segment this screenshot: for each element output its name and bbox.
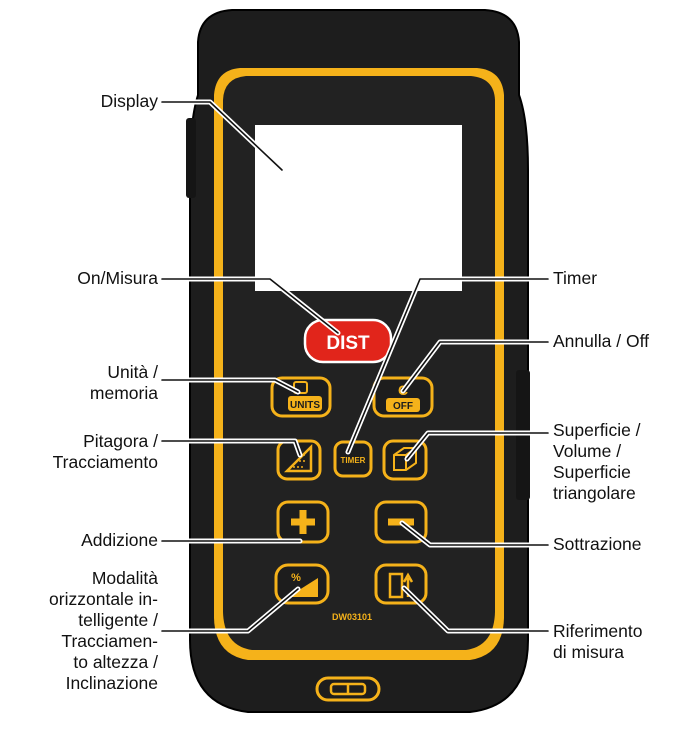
- off-button-label: OFF: [393, 401, 413, 412]
- display-screen: [255, 125, 462, 291]
- percent-glyph: %: [291, 572, 301, 584]
- label-area-volume-line: Superficie: [553, 462, 631, 482]
- label-reference-line: di misura: [553, 642, 624, 662]
- plus-icon: [291, 510, 315, 534]
- label-smart-mode: Modalità orizzontale in- telligente / Tr…: [49, 568, 158, 694]
- label-smart-mode-line: orizzontale in-: [49, 589, 158, 609]
- off-label-bg: [386, 398, 420, 412]
- label-timer: Timer: [553, 268, 598, 288]
- label-smart-mode-line: to altezza /: [73, 652, 158, 672]
- leader-lines: [159, 99, 551, 634]
- label-reference-line: Riferimento: [553, 621, 643, 641]
- label-smart-mode-line: telligente /: [78, 610, 158, 630]
- label-area-volume-line: Volume /: [553, 441, 622, 461]
- label-on-measure: On/Misura: [77, 268, 158, 288]
- dist-button[interactable]: [303, 318, 393, 364]
- label-area-volume-line: Superficie /: [553, 420, 641, 440]
- timer-button-label: TIMER: [341, 456, 366, 465]
- units-label-bg: [288, 396, 322, 411]
- label-smart-mode-line: Tracciamen-: [61, 631, 158, 651]
- label-smart-mode-line: Inclinazione: [65, 673, 158, 693]
- label-units-memory: Unità / memoria: [90, 362, 158, 404]
- label-area-volume-line: triangolare: [553, 483, 636, 503]
- label-pythagoras-line: Pitagora /: [83, 431, 158, 451]
- dist-button-label: DIST: [326, 333, 370, 354]
- label-smart-mode-line: Modalità: [91, 568, 158, 588]
- label-units-memory-line: Unità /: [107, 362, 158, 382]
- label-addition: Addizione: [81, 530, 158, 550]
- label-subtraction: Sottrazione: [553, 534, 642, 554]
- left-side-grip: [186, 118, 196, 198]
- smart-mode-button[interactable]: [274, 563, 330, 605]
- label-reference: Riferimento di misura: [553, 621, 642, 663]
- model-label: DW03101: [332, 612, 372, 622]
- units-button-label: UNITS: [290, 400, 320, 411]
- label-units-memory-line: memoria: [89, 383, 158, 403]
- pythagoras-icon: [283, 443, 313, 473]
- label-display: Display: [100, 91, 158, 111]
- label-clear-off: Annulla / Off: [553, 331, 649, 351]
- label-pythagoras: Pitagora / Tracciamento: [53, 431, 158, 473]
- label-area-volume: Superficie / Volume / Superficie triango…: [553, 420, 641, 504]
- label-pythagoras-line: Tracciamento: [52, 452, 158, 472]
